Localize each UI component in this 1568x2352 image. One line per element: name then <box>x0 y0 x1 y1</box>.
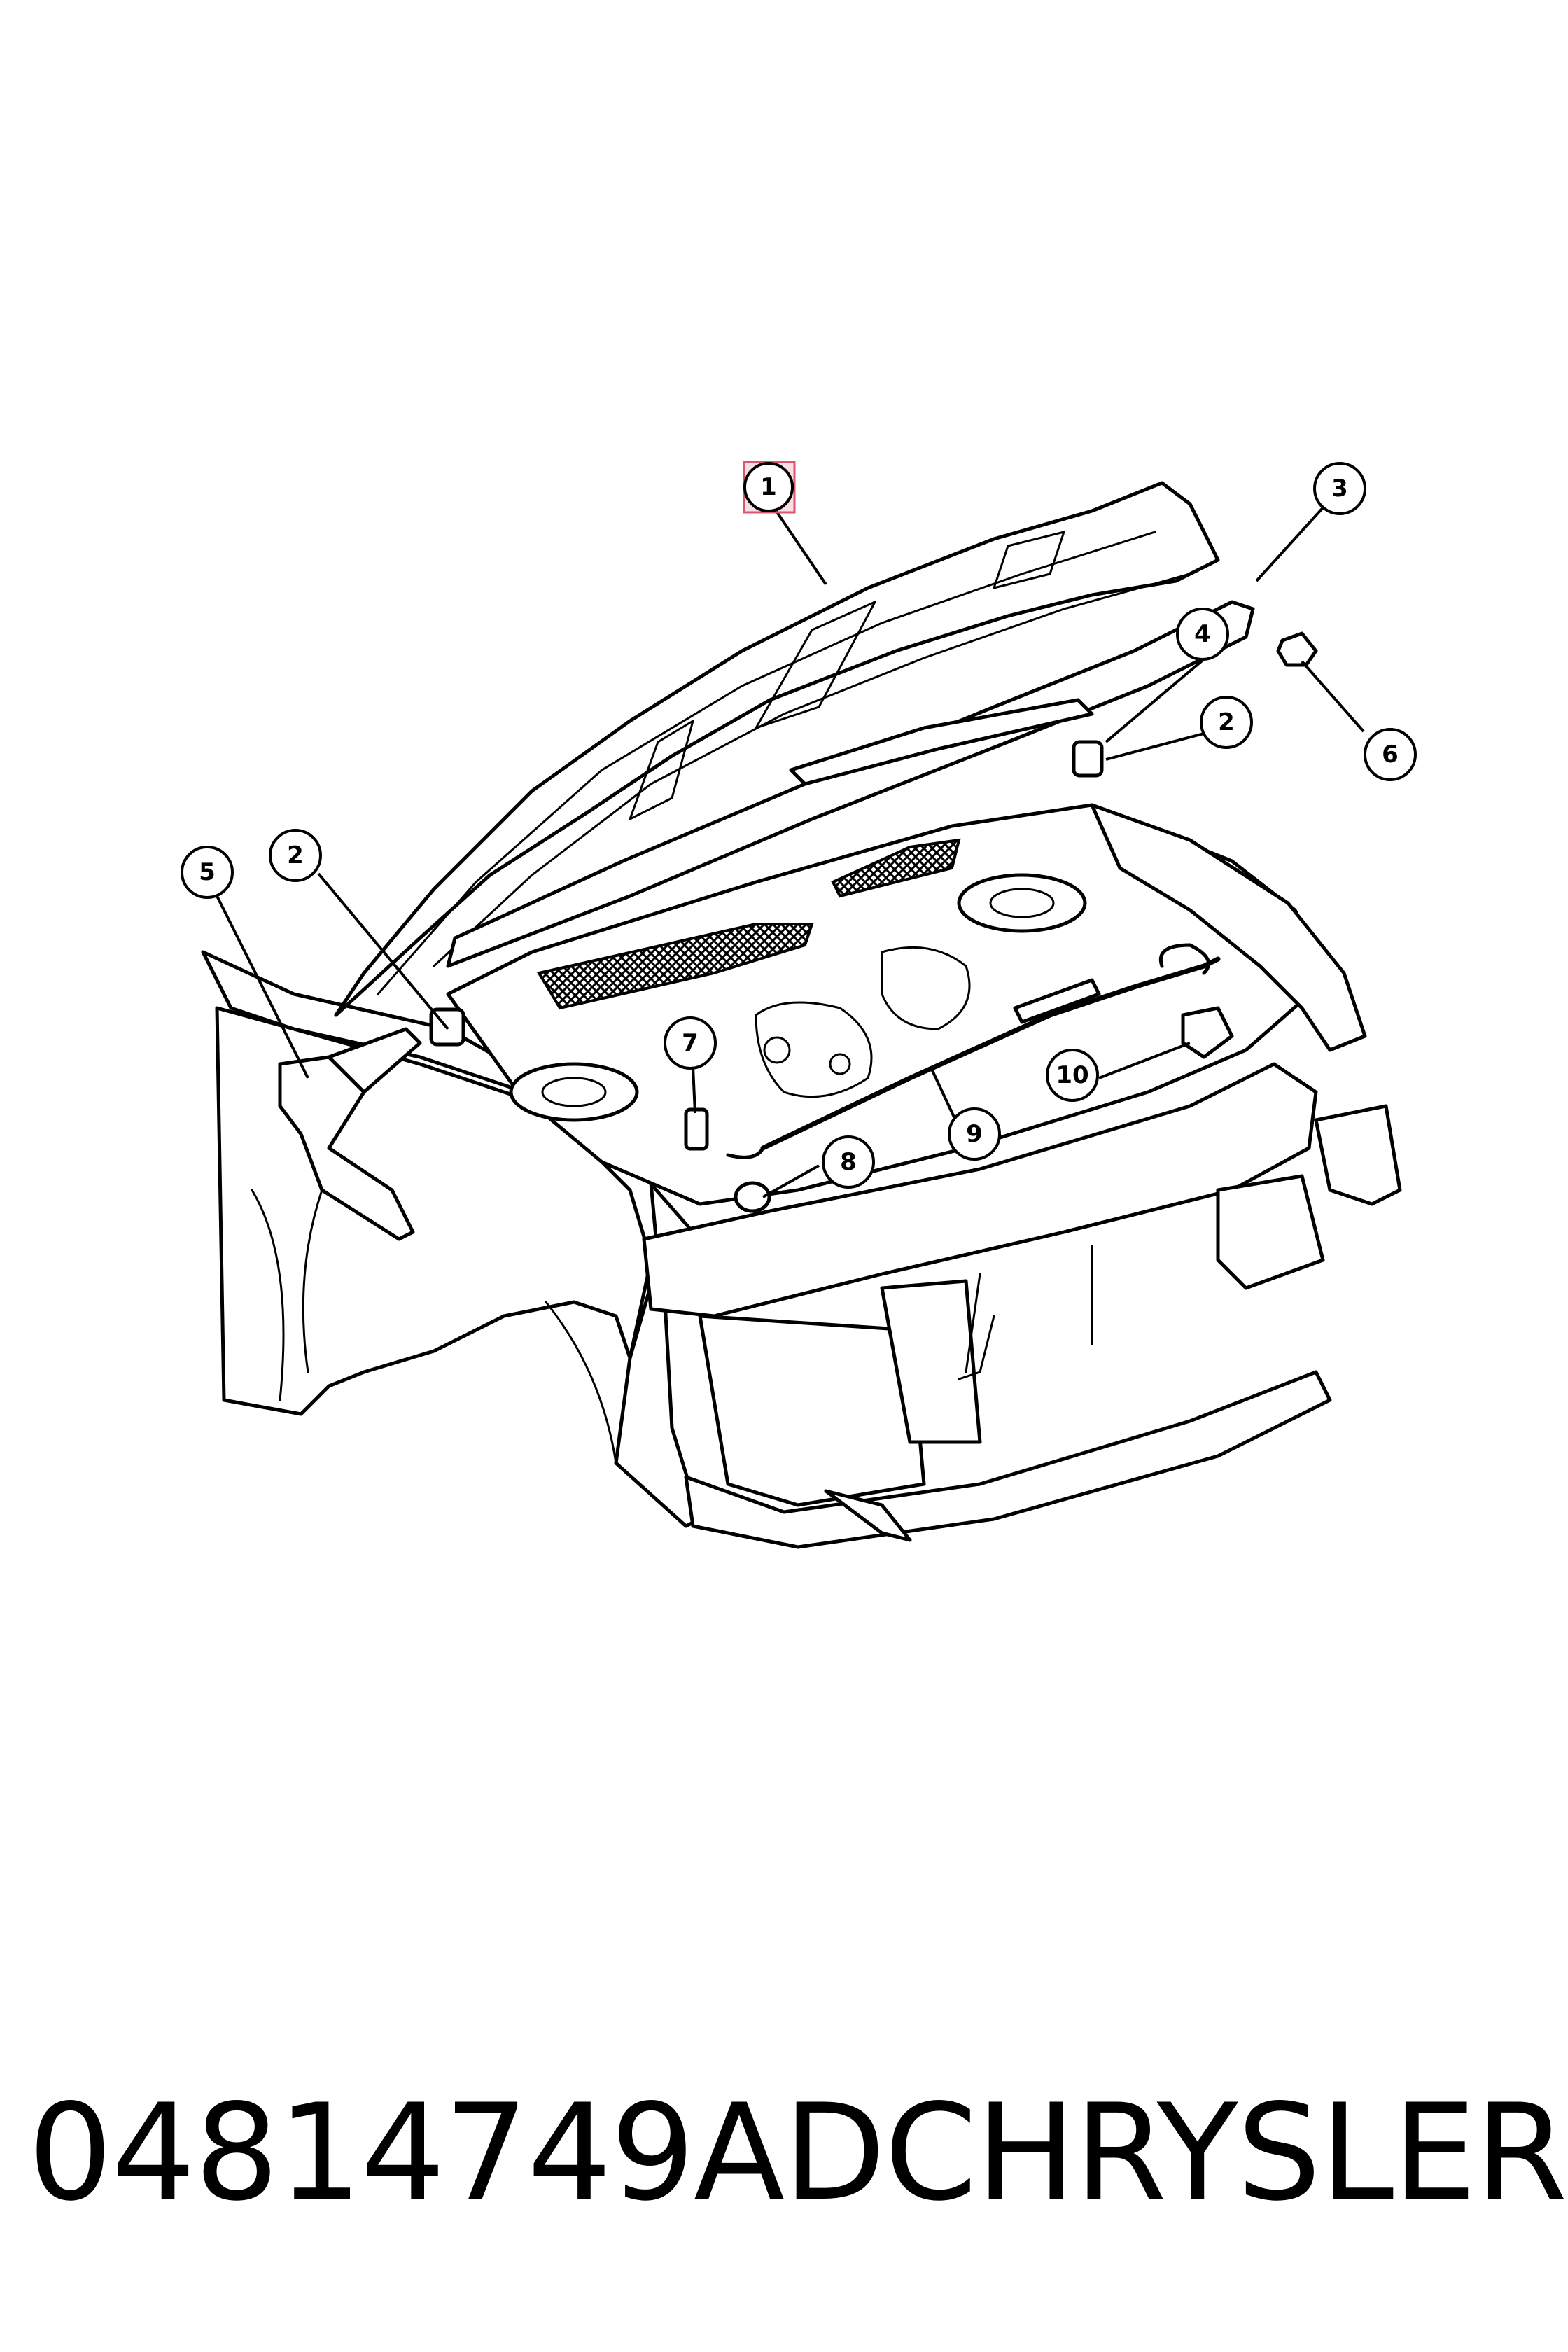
hood-prop-rod <box>760 956 1221 1151</box>
vehicle-body-drawing <box>201 481 1402 1549</box>
prop-rod-clip <box>1181 1006 1234 1059</box>
hood-to-cowl-seal <box>446 600 1255 968</box>
callout-6-label: 6 <box>1382 741 1399 769</box>
callout-5[interactable]: 5 <box>181 846 234 899</box>
callout-2-left-label: 2 <box>287 841 304 869</box>
callout-7-label: 7 <box>682 1029 699 1057</box>
callout-4[interactable]: 4 <box>1176 608 1229 661</box>
callout-9-label: 9 <box>966 1120 983 1148</box>
callout-4-label: 4 <box>1194 620 1211 648</box>
callout-2-right[interactable]: 2 <box>1200 696 1253 749</box>
left-strut-tower <box>509 1062 639 1122</box>
latch-striker <box>684 1107 709 1151</box>
hood-panel <box>334 481 1220 1017</box>
callout-1[interactable]: 1 <box>743 462 794 512</box>
callout-3[interactable]: 3 <box>1313 462 1366 515</box>
callout-8[interactable]: 8 <box>822 1135 875 1189</box>
callout-6[interactable]: 6 <box>1364 728 1417 781</box>
callout-2-left[interactable]: 2 <box>269 829 322 882</box>
brand-name: CHRYSLER <box>884 2075 1567 2230</box>
hood-silencer-strip <box>789 698 1094 786</box>
part-number: 04814749AD <box>28 2075 886 2230</box>
callout-1-label: 1 <box>760 473 777 501</box>
callout-8-label: 8 <box>840 1148 857 1176</box>
callout-10-label: 10 <box>1056 1061 1088 1089</box>
callout-3-label: 3 <box>1331 475 1348 503</box>
cowl-grille-left <box>536 923 814 1010</box>
push-pin-retainer <box>1276 631 1318 667</box>
callouts: 1 2 2 3 4 5 6 7 <box>181 461 1417 1189</box>
callout-7[interactable]: 7 <box>664 1016 717 1070</box>
cowl-grille-right <box>831 838 961 898</box>
callout-9[interactable]: 9 <box>948 1107 1001 1161</box>
part-caption: 04814749AD CHRYSLER <box>28 2075 1567 2230</box>
callout-10[interactable]: 10 <box>1046 1049 1099 1102</box>
hood-stop-bumper <box>734 1181 771 1213</box>
callout-2-right-label: 2 <box>1218 708 1235 736</box>
hood-bumper-right <box>1072 740 1104 778</box>
callout-5-label: 5 <box>199 858 216 886</box>
right-strut-tower <box>957 873 1087 933</box>
right-fender <box>1090 803 1367 1052</box>
